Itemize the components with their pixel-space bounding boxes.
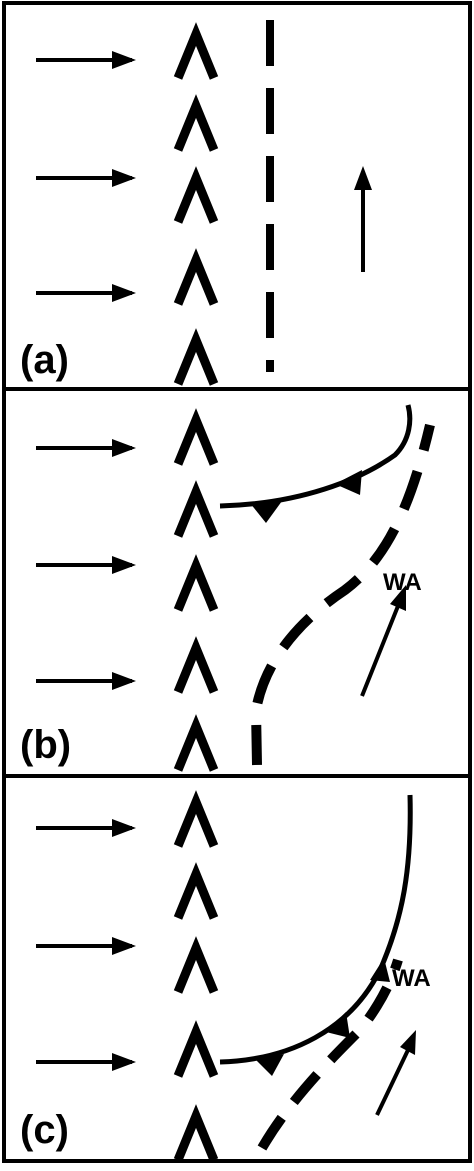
right-arrow-icon [36, 169, 136, 187]
cold-front-icon [219, 404, 413, 523]
chevron-up-icon [173, 166, 219, 224]
right-arrow-icon [36, 819, 136, 837]
right-arrow-icon [36, 672, 136, 690]
chevron-up-icon [173, 1020, 219, 1078]
chevron-up-icon [173, 936, 219, 994]
chevron-up-icon [173, 714, 219, 772]
panel-label: (a) [20, 338, 69, 382]
right-arrow-icon [36, 439, 136, 457]
chevron-up-icon [173, 22, 219, 80]
panel-b: WA (b) [20, 404, 435, 772]
right-arrow-icon [36, 284, 136, 302]
panel-label: (b) [20, 723, 71, 767]
right-arrow-icon [36, 556, 136, 574]
chevron-up-icon [173, 94, 219, 152]
cold-front-icon [219, 794, 413, 1076]
dashed-boundary-line [250, 423, 435, 766]
up-arrow-icon [360, 585, 406, 697]
chevron-up-icon [173, 636, 219, 694]
panel-label: (c) [20, 1108, 69, 1152]
right-arrow-icon [36, 937, 136, 955]
chevron-up-icon [173, 480, 219, 538]
up-arrow-icon [354, 166, 372, 272]
chevron-up-icon [173, 1104, 219, 1162]
right-arrow-icon [36, 1053, 136, 1071]
chevron-up-icon [173, 790, 219, 848]
dashed-boundary-line [257, 958, 403, 1151]
right-arrow-icon [36, 51, 136, 69]
up-arrow-icon [375, 1030, 416, 1116]
chevron-up-icon [173, 408, 219, 466]
chevron-up-icon [173, 248, 219, 306]
panel-c: WA (c) [20, 790, 431, 1162]
wa-label: WA [383, 569, 422, 596]
panel-a: (a) [20, 20, 372, 386]
chevron-up-icon [173, 862, 219, 920]
chevron-up-icon [173, 328, 219, 386]
wa-label: WA [392, 965, 431, 992]
chevron-up-icon [173, 554, 219, 612]
